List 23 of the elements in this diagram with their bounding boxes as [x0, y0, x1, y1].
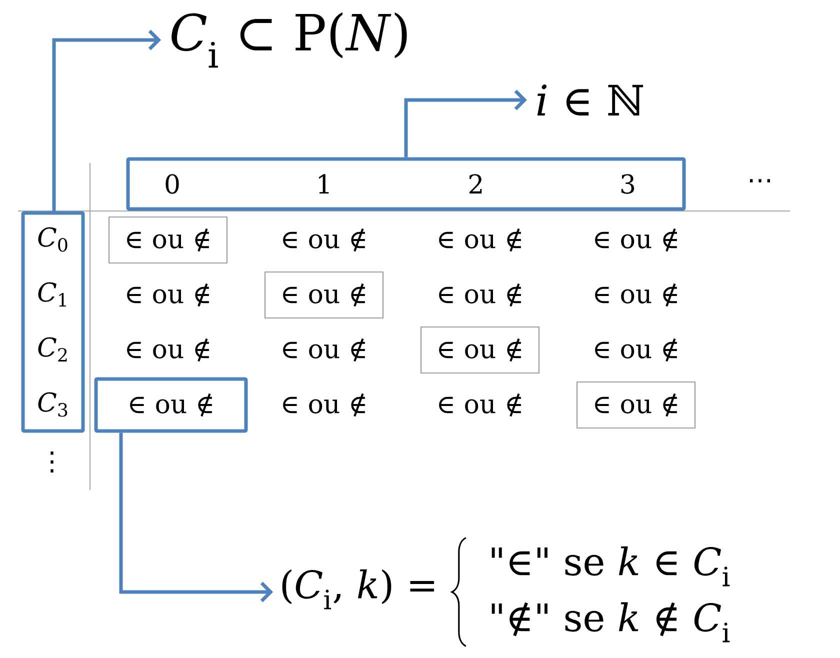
boxed-cell: ∈ ou ∉: [108, 216, 228, 264]
ellipsis: ⋮: [50, 452, 54, 472]
formula-text: C$_{i}$ ⊂ P(N): [172, 12, 407, 68]
cell-box: ∈ ou ∉: [94, 377, 248, 433]
header-box: 0 1 2 3: [126, 157, 686, 211]
piecewise-formula: (C$_{i}$, k) = "∈" se k ∈ C$_{i}$ "∉" se k ∉ C$_{i}$: [282, 537, 730, 647]
boxed-cell: ∈ ou ∉: [264, 272, 384, 318]
table-cell: ∈ ou ∉: [595, 283, 677, 307]
arrow: [52, 30, 162, 212]
boxed-cell: ∈ ou ∉: [420, 326, 540, 374]
arrow: [404, 90, 527, 158]
table-cell: ∈ ou ∉: [439, 393, 521, 417]
row-label-box: C$_{0}$ C$_{1}$ C$_{2}$ C$_{3}$: [21, 211, 85, 433]
formula-text: i ∈ ℕ: [537, 84, 644, 116]
table-cell: ∈ ou ∉: [283, 338, 365, 362]
table-cell: ∈ ou ∉: [127, 338, 209, 362]
arrow: [119, 432, 274, 602]
ellipsis: ⋯: [750, 179, 770, 182]
table-cell: ∈ ou ∉: [595, 338, 677, 362]
table-cell: ∈ ou ∉: [439, 283, 521, 307]
boxed-cell: ∈ ou ∉: [576, 382, 696, 428]
table-cell: ∈ ou ∉: [127, 283, 209, 307]
table-cell: ∈ ou ∉: [283, 393, 365, 417]
